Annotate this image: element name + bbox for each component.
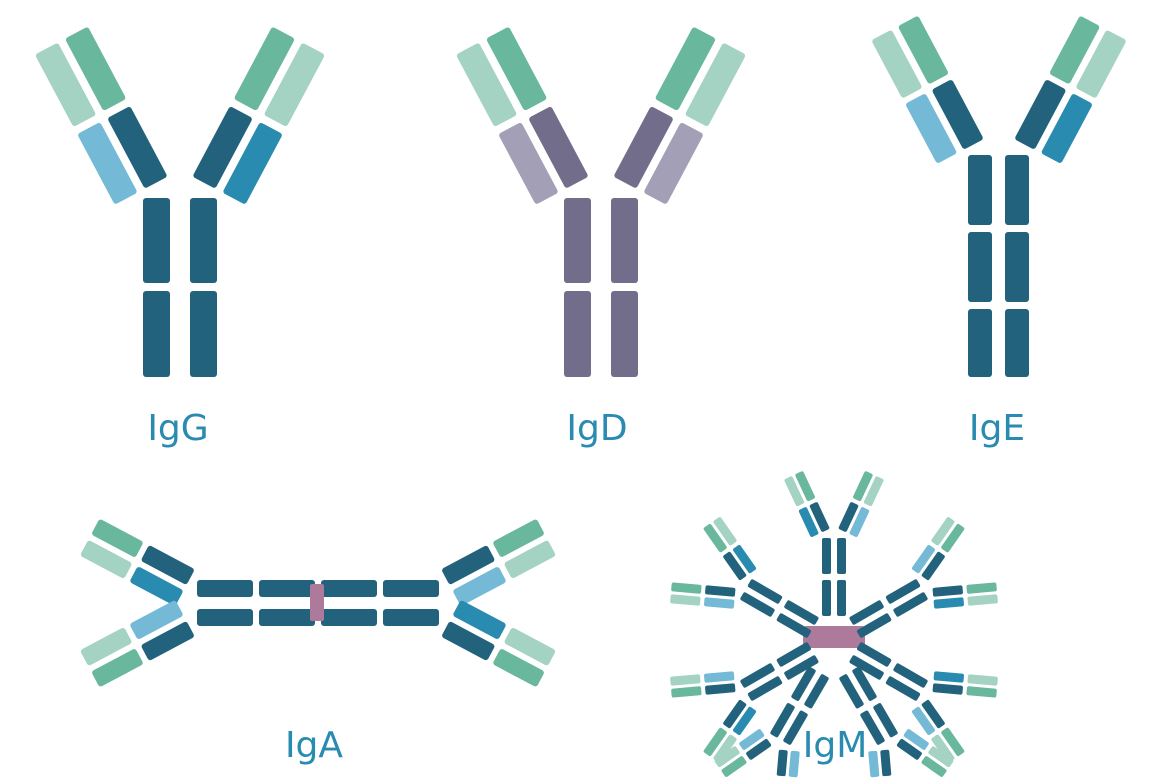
- label-igg: IgG: [147, 408, 208, 449]
- iga-fab-upper-left: [80, 519, 194, 606]
- label-igd: IgD: [566, 408, 627, 449]
- igm-antibody: [670, 471, 998, 778]
- ige-heavy-chain-ch3-left: [968, 232, 992, 302]
- igg-fab-right: [193, 27, 325, 204]
- iga-fc-bottom-3: [321, 609, 377, 626]
- igm-monomer-3: [784, 471, 884, 616]
- ige-heavy-chain-ch4-right: [1005, 309, 1029, 377]
- igg-antibody: [35, 27, 325, 377]
- igg-fab-left: [35, 27, 167, 204]
- label-ige: IgE: [969, 408, 1025, 449]
- igm-monomer-6: [714, 666, 829, 778]
- iga-fc-bottom-4: [383, 609, 439, 626]
- ige-heavy-chain-ch2-right: [1005, 155, 1029, 225]
- ige-heavy-chain-ch2-left: [968, 155, 992, 225]
- iga-fc-bottom-2: [259, 609, 315, 626]
- label-igm: IgM: [803, 725, 868, 766]
- igm-monomer-1: [670, 642, 819, 763]
- igd-fab-right: [614, 27, 746, 204]
- iga-j-chain: [310, 584, 324, 621]
- iga-fc-top-1: [197, 580, 253, 597]
- igd-heavy-chain-ch3-left: [564, 291, 591, 377]
- igm-monomer-7: [839, 666, 954, 778]
- iga-fc-top-3: [321, 580, 377, 597]
- igm-monomer-4: [849, 517, 998, 638]
- iga-fc-top-4: [383, 580, 439, 597]
- iga-fab-lower-right: [442, 600, 556, 687]
- igm-monomer-2: [670, 517, 819, 638]
- igg-heavy-chain-ch3-left: [143, 291, 170, 377]
- igd-heavy-chain-ch3-right: [611, 291, 638, 377]
- igd-fab-left: [456, 27, 588, 204]
- ige-heavy-chain-ch4-left: [968, 309, 992, 377]
- igd-heavy-chain-ch2-left: [564, 198, 591, 283]
- iga-fab-lower-left: [80, 600, 194, 687]
- iga-fc-top-2: [259, 580, 315, 597]
- iga-fab-upper-right: [442, 519, 556, 606]
- ige-fab-left: [872, 16, 983, 163]
- igg-heavy-chain-ch2-left: [143, 198, 170, 283]
- igd-antibody: [456, 27, 746, 377]
- ige-antibody: [872, 16, 1126, 377]
- igm-monomer-5: [849, 642, 998, 763]
- ige-heavy-chain-ch3-right: [1005, 232, 1029, 302]
- igm-j-chain: [803, 626, 865, 648]
- iga-fc-bottom-1: [197, 609, 253, 626]
- igg-heavy-chain-ch2-right: [190, 198, 217, 283]
- igg-heavy-chain-ch3-right: [190, 291, 217, 377]
- ige-fab-right: [1015, 16, 1126, 163]
- iga-antibody: [80, 519, 556, 687]
- igd-heavy-chain-ch2-right: [611, 198, 638, 283]
- label-iga: IgA: [285, 725, 343, 766]
